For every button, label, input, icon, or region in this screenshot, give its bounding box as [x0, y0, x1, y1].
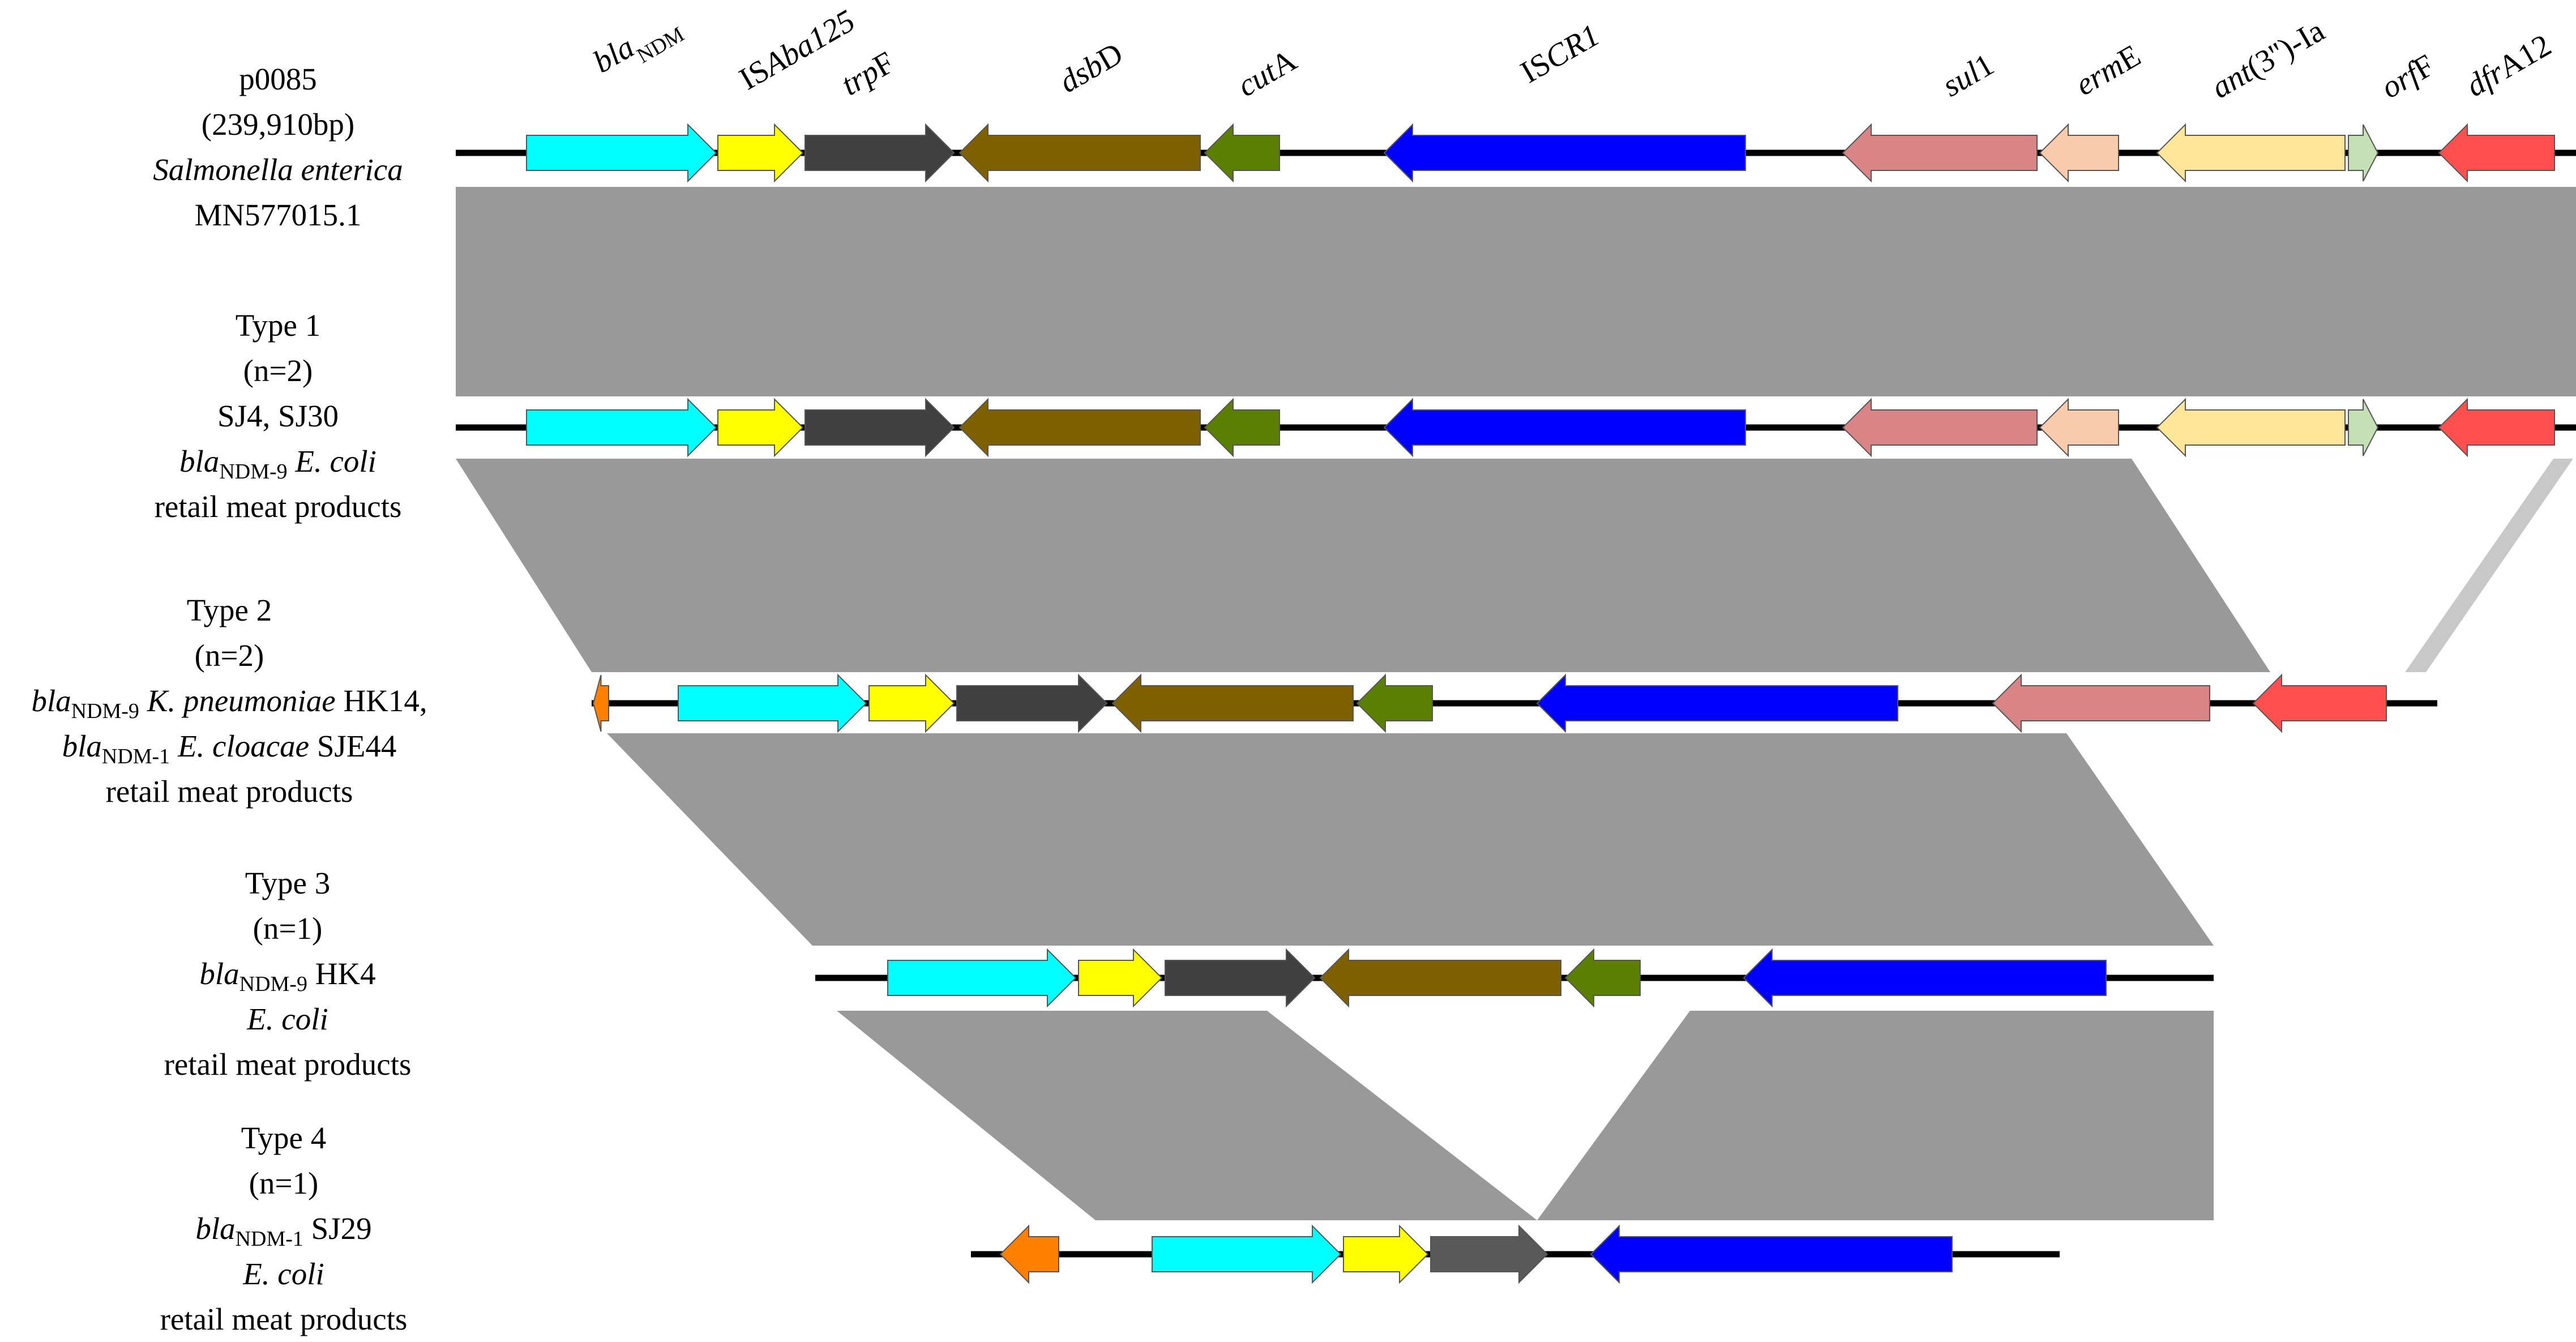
- label-line: Type 3: [245, 866, 331, 900]
- gene-arrow-ermE: [2039, 123, 2119, 183]
- gene-arrow-sul1: [1992, 673, 2210, 733]
- gene-arrow-blaNDM: [887, 948, 1077, 1008]
- label-line: p0085: [239, 62, 317, 96]
- gene-label-blaNDM: blaNDM: [588, 4, 688, 88]
- gene-arrow-sul1: [1842, 398, 2038, 458]
- gene-label-dfrA12: dfrA12: [2461, 28, 2557, 104]
- gene-arrow-dfrA12: [2438, 123, 2555, 183]
- label-line: Type 1: [235, 308, 321, 343]
- label-type3: Type 3 (n=1) blaNDM-9 HK4 E. coli retail mea…: [44, 861, 531, 1087]
- label-line: Type 4: [241, 1121, 327, 1155]
- gene-arrow-ISAba125: [1343, 1224, 1429, 1284]
- gene-arrow-orange: [999, 1224, 1059, 1284]
- label-line: E. coli: [247, 1002, 328, 1036]
- gene-arrow-sul1: [1842, 123, 2038, 183]
- homology-block: [607, 733, 2214, 946]
- gene-arrow-ISAba125: [868, 673, 955, 733]
- gene-arrow-dsbD: [1111, 673, 1354, 733]
- homology-block: [1537, 1011, 2214, 1220]
- label-line: MN577015.1: [194, 198, 362, 232]
- gene-arrow-ISAba125: [1078, 948, 1163, 1008]
- homology-block: [456, 459, 2270, 672]
- gene-arrow-cutA: [1204, 123, 1280, 183]
- label-line: retail meat products: [160, 1302, 408, 1336]
- gene-arrow-blaNDM: [526, 123, 717, 183]
- gene-arrow-ISCR1: [1590, 1224, 1953, 1284]
- gene-arrow-ISCR1: [1743, 948, 2107, 1008]
- gene-arrow-trpF: [1430, 1224, 1548, 1284]
- label-line: (n=2): [194, 638, 264, 673]
- gene-arrow-orfF: [2348, 124, 2379, 182]
- label-line: blaNDM-9 K. pneumoniae HK14,: [31, 683, 427, 723]
- label-line: Type 2: [186, 593, 272, 627]
- label-line: (n=1): [253, 911, 323, 946]
- gene-arrow-dsbD: [958, 123, 1201, 183]
- gene-arrow-ermE: [2039, 398, 2119, 458]
- label-line: retail meat products: [105, 774, 353, 809]
- gene-arrow-orfF: [2348, 399, 2379, 456]
- gene-arrow-blaNDM: [678, 673, 867, 733]
- label-line: retail meat products: [164, 1047, 412, 1082]
- label-line: blaNDM-1 E. cloacae SJE44: [62, 729, 397, 768]
- gene-arrow-ant3Ia: [2156, 398, 2346, 458]
- gene-arrow-ISCR1: [1383, 123, 1746, 183]
- gene-arrow-ISCR1: [1383, 398, 1746, 458]
- label-line: E. coli: [243, 1256, 324, 1291]
- label-line: Salmonella enterica: [153, 152, 403, 187]
- gene-arrow-trpF: [805, 398, 955, 458]
- gene-arrow-trpF: [1165, 948, 1316, 1008]
- homology-block: [2405, 459, 2573, 672]
- gene-arrow-blaNDM: [526, 398, 717, 458]
- gene-arrow-trpF: [956, 673, 1108, 733]
- gene-label-orfF: orfF: [2376, 48, 2441, 105]
- gene-arrow-dsbD: [958, 398, 1201, 458]
- gene-arrow-cutA: [1356, 673, 1433, 733]
- gene-label-ISCR1: ISCR1: [1515, 18, 1606, 90]
- gene-label-ermE: ermE: [2070, 38, 2147, 102]
- homology-block: [837, 1011, 1537, 1220]
- label-line: retail meat products: [154, 489, 402, 524]
- label-type1: Type 1 (n=2) SJ4, SJ30 blaNDM-9 E. coli reta…: [35, 303, 521, 529]
- gene-label-ant3Ia: ant(3'')-Ia: [2206, 13, 2331, 105]
- label-line: (239,910bp): [201, 107, 355, 142]
- gene-arrow-trpF: [805, 123, 955, 183]
- label-line: blaNDM-1 SJ29: [195, 1211, 372, 1251]
- label-line: blaNDM-9 HK4: [199, 956, 376, 996]
- gene-arrow-ISAba125: [717, 398, 804, 458]
- gene-arrow-dsbD: [1319, 948, 1561, 1008]
- gene-label-cutA: cutA: [1232, 42, 1303, 104]
- label-line: (n=1): [249, 1166, 319, 1200]
- gene-label-trpF: trpF: [836, 45, 901, 102]
- gene-arrow-ISCR1: [1536, 673, 1898, 733]
- label-line: blaNDM-9 E. coli: [179, 444, 376, 484]
- gene-arrow-ant3Ia: [2156, 123, 2346, 183]
- label-type4: Type 4 (n=1) blaNDM-1 SJ29 E. coli retail me…: [40, 1116, 527, 1342]
- gene-label-sul1: sul1: [1937, 47, 2000, 104]
- label-type2: Type 2 (n=2) blaNDM-9 K. pneumoniae HK14, b…: [0, 588, 473, 814]
- gene-arrow-dfrA12: [2438, 398, 2555, 458]
- label-line: SJ4, SJ30: [217, 399, 339, 433]
- homology-block: [456, 187, 2576, 396]
- gene-arrow-orange: [592, 674, 609, 732]
- gene-arrow-blaNDM: [1152, 1224, 1342, 1284]
- gene-arrow-ISAba125: [717, 123, 804, 183]
- gene-arrow-cutA: [1564, 948, 1641, 1008]
- gene-label-dsbD: dsbD: [1054, 36, 1129, 100]
- gene-arrow-dfrA12: [2252, 673, 2387, 733]
- label-line: (n=2): [243, 353, 313, 388]
- gene-arrow-cutA: [1204, 398, 1280, 458]
